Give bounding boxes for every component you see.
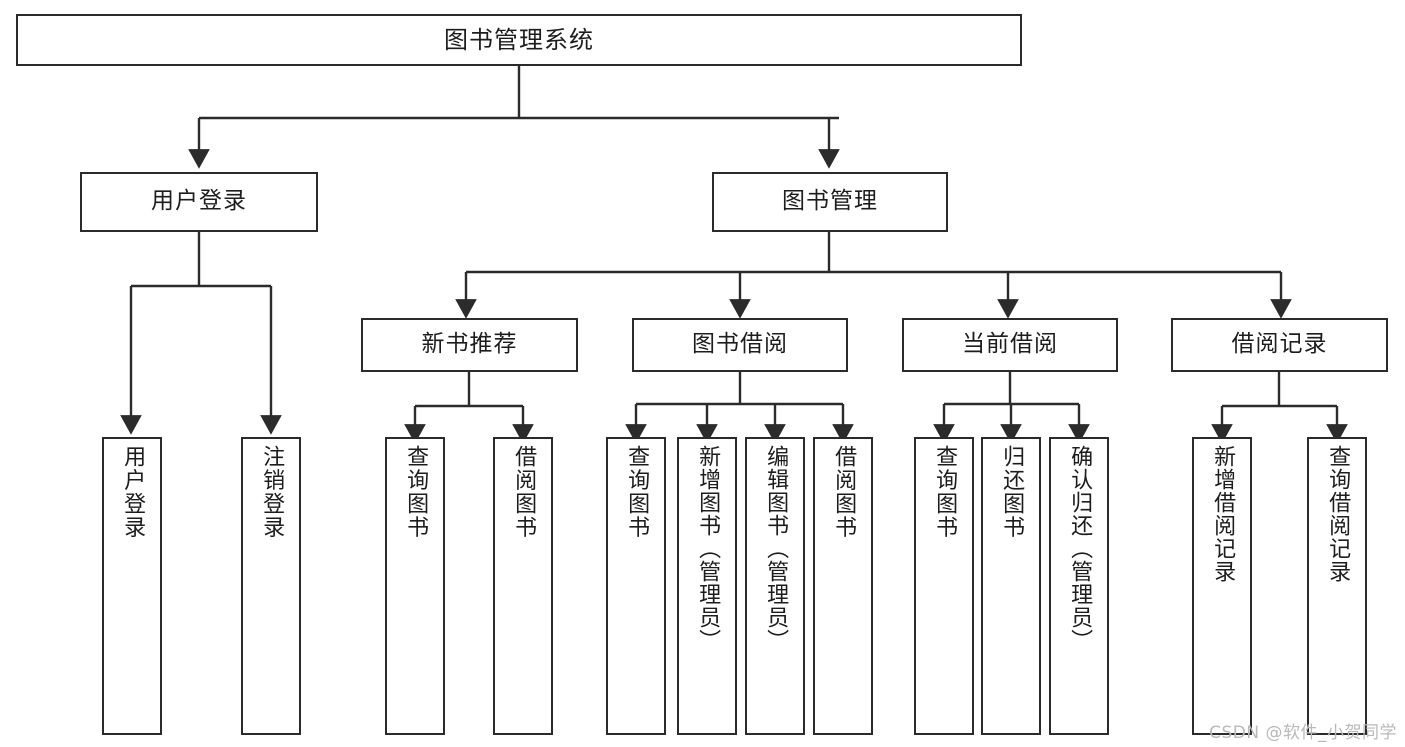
node-leaf-add-book[interactable]: 新增图书（管理员）: [677, 437, 737, 735]
node-leaf-confirm-return-label: 确认归还（管理员）: [1067, 445, 1093, 652]
node-user-login-label: 用户登录: [151, 188, 247, 215]
node-leaf-query-record-label: 查询借阅记录: [1325, 445, 1351, 583]
node-root-label: 图书管理系统: [444, 25, 594, 54]
node-book-borrow-label: 图书借阅: [692, 331, 788, 358]
node-leaf-return-book[interactable]: 归还图书: [981, 437, 1041, 735]
node-book-manage[interactable]: 图书管理: [712, 172, 948, 232]
node-leaf-query-book-3-label: 查询图书: [932, 445, 958, 539]
node-borrow-record-label: 借阅记录: [1231, 331, 1328, 358]
node-current-borrow[interactable]: 当前借阅: [902, 318, 1118, 372]
node-current-borrow-label: 当前借阅: [962, 331, 1058, 358]
node-leaf-borrow-book-1-label: 借阅图书: [511, 445, 537, 539]
node-leaf-user-login[interactable]: 用户登录: [102, 437, 162, 735]
node-book-manage-label: 图书管理: [782, 188, 878, 215]
node-leaf-query-book-1-label: 查询图书: [403, 445, 429, 539]
node-user-login[interactable]: 用户登录: [80, 172, 318, 232]
node-leaf-add-record-label: 新增借阅记录: [1210, 445, 1236, 583]
node-leaf-logout-login[interactable]: 注销登录: [241, 437, 301, 735]
node-leaf-return-book-label: 归还图书: [999, 445, 1025, 539]
node-new-book-recommend[interactable]: 新书推荐: [361, 318, 578, 372]
node-root[interactable]: 图书管理系统: [16, 14, 1022, 66]
node-borrow-record[interactable]: 借阅记录: [1171, 318, 1388, 372]
node-leaf-query-book-2[interactable]: 查询图书: [606, 437, 666, 735]
node-leaf-add-book-label: 新增图书（管理员）: [695, 445, 721, 652]
node-leaf-add-record[interactable]: 新增借阅记录: [1192, 437, 1252, 735]
node-leaf-edit-book-label: 编辑图书（管理员）: [763, 445, 789, 652]
node-leaf-query-book-3[interactable]: 查询图书: [914, 437, 974, 735]
node-leaf-confirm-return[interactable]: 确认归还（管理员）: [1049, 437, 1109, 735]
node-leaf-borrow-book-2-label: 借阅图书: [831, 445, 857, 539]
node-leaf-query-book-2-label: 查询图书: [624, 445, 650, 539]
watermark-text: CSDN @软件_小贺同学: [1209, 723, 1397, 743]
node-leaf-borrow-book-1[interactable]: 借阅图书: [493, 437, 553, 735]
node-leaf-query-book-1[interactable]: 查询图书: [385, 437, 445, 735]
node-leaf-query-record[interactable]: 查询借阅记录: [1307, 437, 1367, 735]
node-book-borrow[interactable]: 图书借阅: [632, 318, 848, 372]
node-leaf-edit-book[interactable]: 编辑图书（管理员）: [745, 437, 805, 735]
node-leaf-borrow-book-2[interactable]: 借阅图书: [813, 437, 873, 735]
node-leaf-logout-login-label: 注销登录: [259, 445, 285, 539]
node-new-book-recommend-label: 新书推荐: [421, 331, 518, 358]
node-leaf-user-login-label: 用户登录: [120, 445, 146, 539]
